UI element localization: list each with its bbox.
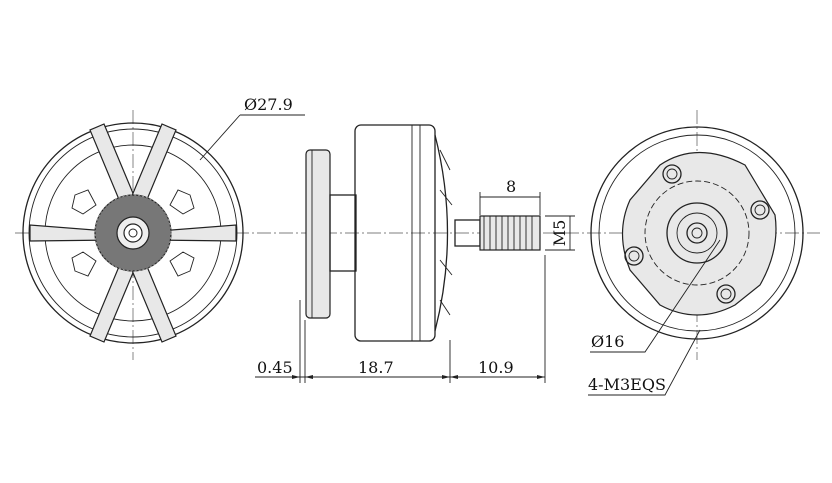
dim-outer-diameter: Ø27.9: [244, 95, 293, 114]
dim-thread-length: 8: [506, 177, 516, 196]
rear-view: [590, 126, 804, 340]
dimension-lines: [199, 114, 721, 396]
front-view: [22, 122, 244, 344]
dim-gap: 0.45: [257, 358, 293, 377]
dim-mount-holes: 4-M3EQS: [588, 375, 666, 394]
dim-shaft-length: 10.9: [478, 358, 514, 377]
dim-mount-diameter: Ø16: [591, 332, 624, 351]
dim-shaft-thread: M5: [550, 220, 569, 247]
side-view: [305, 124, 541, 342]
dim-body-length: 18.7: [358, 358, 394, 377]
